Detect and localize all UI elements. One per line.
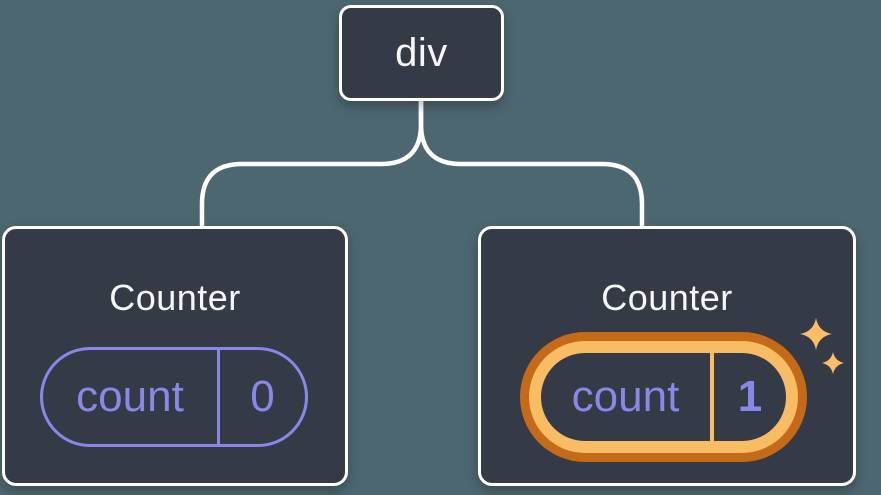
state-pill: count 1 — [541, 353, 786, 441]
state-key-label: count — [571, 372, 680, 421]
state-pill: count 0 — [40, 347, 308, 447]
counter-card-right: Counter count 1 — [478, 226, 856, 486]
root-node-div: div — [339, 5, 504, 101]
component-title: Counter — [601, 277, 733, 318]
state-pill-highlight-inner-ring: count 1 — [529, 341, 798, 453]
state-key-label: count — [76, 372, 184, 421]
state-value: 0 — [217, 350, 305, 444]
component-title: Counter — [109, 277, 241, 318]
state-pill-highlight: count 1 — [520, 332, 807, 462]
sparkles-icon — [800, 318, 844, 374]
state-value: 1 — [710, 353, 786, 441]
root-node-label: div — [395, 30, 448, 75]
counter-card-left: Counter count 0 — [2, 226, 348, 486]
